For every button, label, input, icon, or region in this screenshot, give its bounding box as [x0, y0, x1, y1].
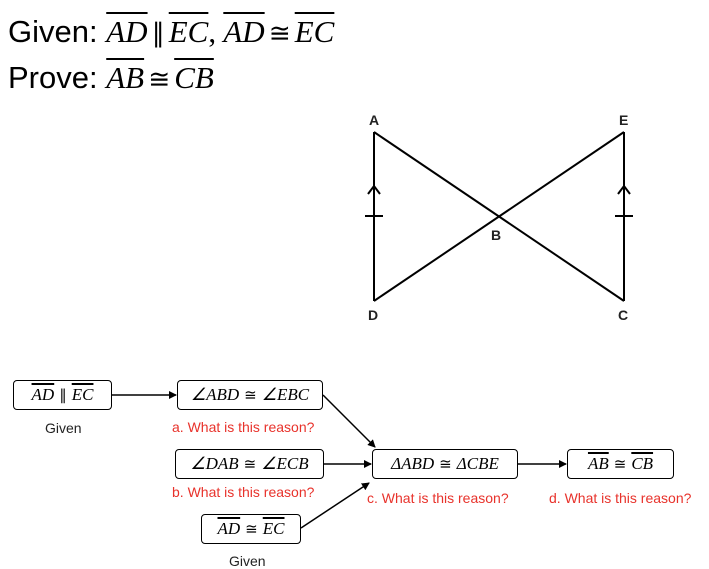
congruent-symbol: ≅ [245, 520, 258, 538]
point-c-label: C [618, 307, 628, 323]
box5-left: ΔABD [391, 454, 435, 473]
statement-box-ad-congruent-ec: AD≅EC [201, 514, 301, 544]
congruent-symbol: ≅ [244, 386, 257, 404]
box4-right: EC [262, 519, 285, 538]
parallel-symbol: ∥ [59, 386, 67, 404]
point-e-label: E [619, 112, 628, 128]
parallel-symbol: ∥ [151, 19, 165, 49]
statement-box-angle-dab-ecb: ∠DAB≅∠ECB [175, 449, 324, 479]
congruent-symbol: ≅ [439, 455, 452, 473]
parallel-arrow-ad [367, 184, 381, 195]
box5-right: ΔCBE [456, 454, 499, 473]
segment-ad: AD [106, 14, 148, 49]
point-d-label: D [368, 307, 378, 323]
box3-left: ∠DAB [190, 454, 239, 473]
statement-box-angle-abd-ebc: ∠ABD≅∠EBC [177, 380, 323, 410]
congruent-symbol: ≅ [243, 455, 257, 473]
parallel-arrow-ec [617, 184, 631, 195]
statement-box-ab-congruent-cb: AB≅CB [567, 449, 674, 479]
segment-ad-2: AD [223, 14, 265, 49]
box6-right: CB [631, 454, 654, 473]
statement-box-triangle-congruence: ΔABD≅ΔCBE [372, 449, 518, 479]
box3-right: ∠ECB [261, 454, 309, 473]
arrow-box2-to-box5 [322, 394, 376, 448]
reason-a-question[interactable]: a. What is this reason? [172, 419, 315, 435]
segment-ab: AB [106, 60, 145, 95]
given-expression: AD∥EC, AD≅EC [106, 14, 334, 49]
box4-left: AD [217, 519, 241, 538]
reason-given-2: Given [229, 553, 266, 569]
box2-right: ∠EBC [261, 385, 310, 404]
comma: , [208, 14, 217, 49]
arrow-box4-to-box5 [300, 482, 370, 529]
congruent-symbol: ≅ [613, 455, 627, 473]
congruent-symbol: ≅ [148, 65, 171, 95]
prove-statement: Prove: AB≅CB [8, 60, 214, 98]
prove-label: Prove: [8, 60, 98, 95]
box6-left: AB [587, 454, 609, 473]
given-label: Given: [8, 14, 98, 49]
prove-expression: AB≅CB [106, 60, 214, 95]
reason-given-1: Given [45, 420, 82, 436]
statement-box-ad-parallel-ec: AD∥EC [13, 380, 112, 410]
box1-right: EC [71, 385, 94, 404]
box2-left: ∠ABD [190, 385, 240, 404]
point-b-label: B [491, 227, 501, 243]
segment-cb: CB [174, 60, 214, 95]
box1-left: AD [31, 385, 55, 404]
reason-c-question[interactable]: c. What is this reason? [367, 490, 509, 506]
segment-ed-line [373, 131, 625, 302]
point-a-label: A [369, 112, 379, 128]
segment-ec: EC [168, 14, 209, 49]
reason-d-question[interactable]: d. What is this reason? [549, 490, 692, 506]
reason-b-question[interactable]: b. What is this reason? [172, 484, 315, 500]
given-statement: Given: AD∥EC, AD≅EC [8, 14, 334, 52]
segment-ec-2: EC [294, 14, 335, 49]
congruent-symbol: ≅ [268, 19, 291, 49]
